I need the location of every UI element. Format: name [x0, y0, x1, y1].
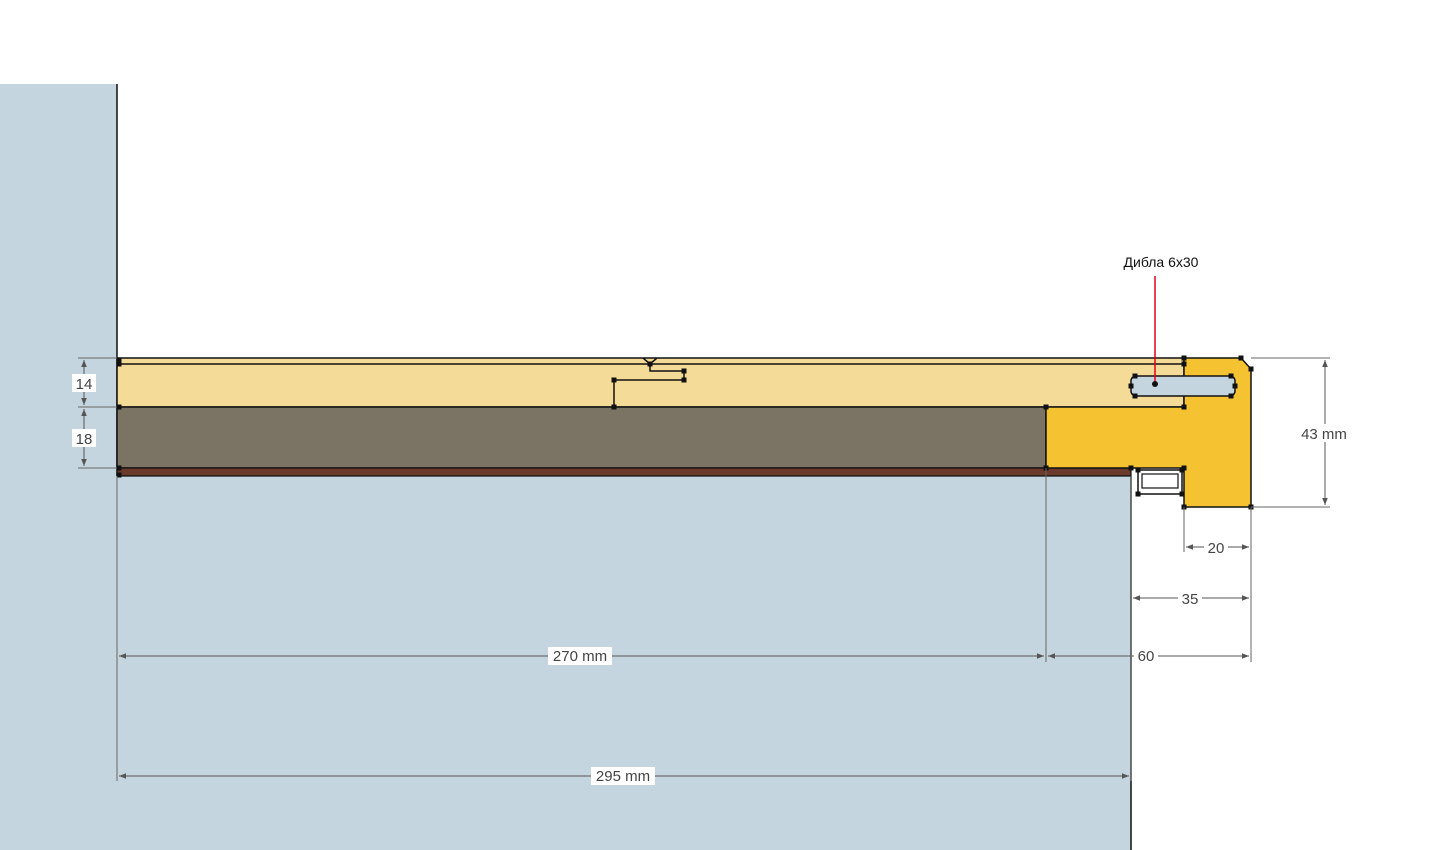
- middle-board: [116, 406, 1047, 469]
- vertex-marker: [1232, 383, 1238, 389]
- vertex-marker: [1132, 373, 1138, 379]
- vertex-marker: [1238, 355, 1244, 361]
- dim-profile-width: 20: [1208, 540, 1225, 557]
- dim-board-length: 270 mm: [553, 648, 607, 665]
- dowel: [1130, 375, 1236, 397]
- vertex-marker: [116, 472, 122, 478]
- vertex-marker: [1181, 361, 1187, 367]
- vertex-marker: [1043, 404, 1049, 410]
- vertex-marker: [681, 377, 687, 383]
- vertex-marker: [1135, 467, 1141, 473]
- vertex-marker: [1179, 491, 1185, 497]
- vertex-marker: [647, 361, 653, 367]
- vertex-marker: [116, 465, 122, 471]
- dim-profile-total: 60: [1138, 648, 1155, 665]
- vertex-marker: [1135, 491, 1141, 497]
- vertex-marker: [116, 357, 122, 363]
- groove-inner: [1141, 473, 1179, 489]
- dim-profile-overhang: 35: [1182, 591, 1199, 608]
- vertex-marker: [611, 404, 617, 410]
- vertex-marker: [1181, 404, 1187, 410]
- vertex-marker: [1128, 465, 1134, 471]
- dim-top-thickness: 14: [76, 376, 93, 393]
- dim-overall-length: 295 mm: [596, 768, 650, 785]
- vertex-marker: [1181, 355, 1187, 361]
- vertex-marker: [611, 377, 617, 383]
- vertex-marker: [1128, 383, 1134, 389]
- vertex-marker: [681, 368, 687, 374]
- vertex-marker: [116, 361, 122, 367]
- vertex-marker: [1132, 393, 1138, 399]
- dowel-note-label: Дибла 6x30: [1124, 254, 1199, 270]
- dowel-leader-dot: [1152, 381, 1158, 387]
- dim-total-height: 43 mm: [1301, 426, 1347, 443]
- dim-mid-thickness: 18: [76, 431, 93, 448]
- bottom-strip: [116, 467, 1132, 477]
- vertex-marker: [116, 404, 122, 410]
- vertex-marker: [1248, 366, 1254, 372]
- wall-left: [0, 84, 117, 850]
- cabinet-body: [117, 476, 1131, 850]
- vertex-marker: [1179, 467, 1185, 473]
- vertex-marker: [1228, 393, 1234, 399]
- vertex-marker: [1228, 373, 1234, 379]
